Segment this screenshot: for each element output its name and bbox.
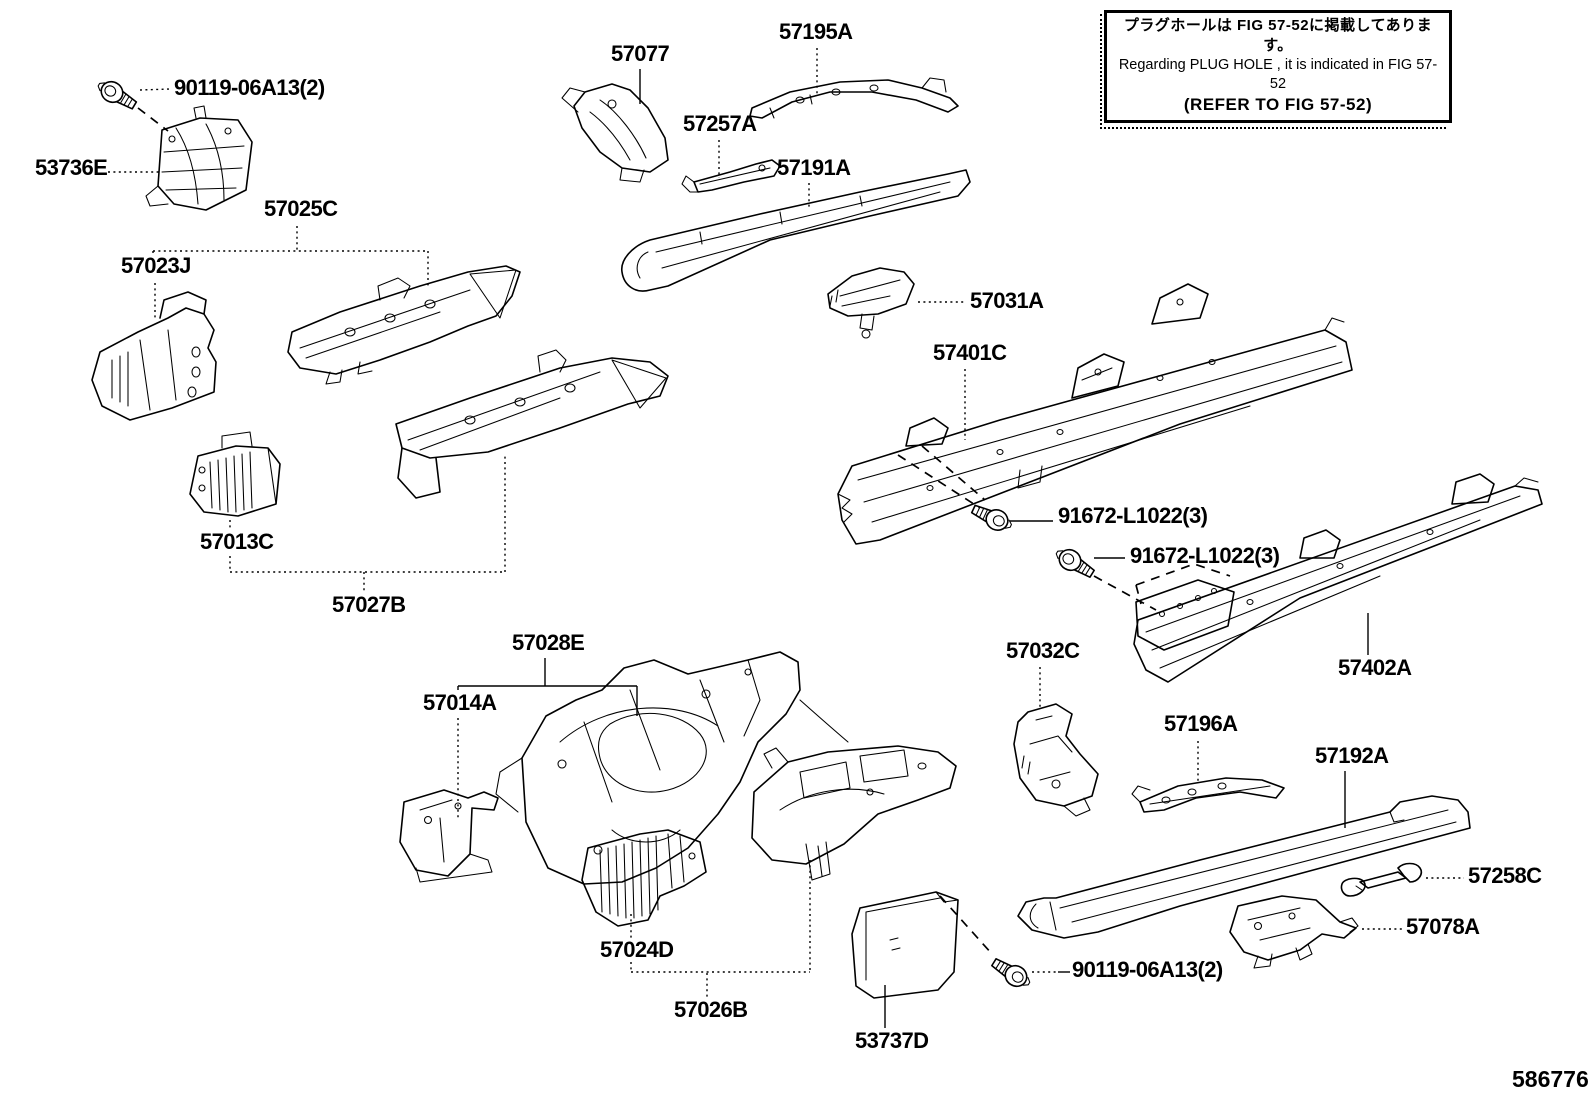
part-label-57191a: 57191A (777, 155, 851, 180)
part-label-57257a: 57257A (683, 111, 757, 136)
part-label-57031a: 57031A (970, 288, 1044, 313)
part-57196a-illustration (1131, 777, 1285, 813)
bolt-90119-bottom-icon (987, 952, 1035, 994)
part-57258c-illustration (1340, 862, 1423, 897)
part-57032c-illustration (1013, 703, 1099, 817)
part-label-57078a: 57078A (1406, 914, 1480, 939)
part-57031a-illustration (827, 267, 915, 339)
part-label-57032c: 57032C (1006, 638, 1080, 663)
figure-number: 586776 (1512, 1066, 1589, 1092)
part-label-57402a: 57402A (1338, 655, 1412, 680)
part-53736e-illustration (145, 105, 253, 211)
part-label-53737d: 53737D (855, 1028, 929, 1053)
part-label-57023j: 57023J (121, 253, 191, 278)
part-57014a-illustration (399, 789, 499, 883)
part-57077-illustration (561, 83, 669, 183)
part-57027b-illustration (395, 349, 669, 499)
part-57191a-illustration (621, 169, 971, 292)
part-label-57401c: 57401C (933, 340, 1007, 365)
bolt-91672-upper-icon (968, 499, 1016, 537)
part-label-57192a: 57192A (1315, 743, 1389, 768)
part-57401c-illustration (837, 283, 1353, 545)
part-57192a-illustration (1017, 795, 1471, 939)
part-label-53736e: 53736E (35, 155, 108, 180)
note-line-english: Regarding PLUG HOLE , it is indicated in… (1118, 57, 1438, 92)
part-label-90119-06a13-bottom: 90119-06A13(2) (1072, 957, 1223, 982)
part-label-91672-l1022-lower: 91672-L1022(3) (1130, 543, 1280, 568)
part-label-57026b: 57026B (674, 997, 748, 1022)
note-line-japanese: プラグホールは FIG 57-52に掲載してあります。 (1123, 17, 1433, 54)
part-label-57025c: 57025C (264, 196, 338, 221)
part-label-57028e: 57028E (512, 630, 585, 655)
part-label-57077: 57077 (611, 41, 670, 66)
part-57257a-illustration (681, 159, 781, 193)
part-57026b-illustration (751, 745, 957, 881)
part-57028e-illustration (495, 651, 849, 885)
part-label-57013c: 57013C (200, 529, 274, 554)
leader-lines (108, 48, 1464, 1028)
note-line-refer: (REFER TO FIG 57-52) (1183, 95, 1373, 114)
bolt-91672-lower-icon (1051, 542, 1099, 584)
part-57023j-illustration (91, 291, 217, 421)
part-57013c-illustration (189, 431, 281, 517)
part-label-57196a: 57196A (1164, 711, 1238, 736)
part-57025c-illustration (287, 265, 521, 385)
plug-hole-note-box: プラグホールは FIG 57-52に掲載してあります。 Regarding PL… (1100, 10, 1452, 129)
part-label-57258c: 57258C (1468, 863, 1542, 888)
part-57195a-illustration (749, 77, 959, 119)
bolt-90119-top-icon (93, 74, 141, 115)
part-label-57024d: 57024D (600, 937, 674, 962)
part-label-57027b: 57027B (332, 592, 406, 617)
part-label-90119-06a13-top: 90119-06A13(2) (174, 75, 325, 100)
part-57078a-illustration (1229, 895, 1359, 969)
part-53737d-illustration (851, 891, 959, 999)
part-label-91672-l1022-upper: 91672-L1022(3) (1058, 503, 1208, 528)
part-label-57195a: 57195A (779, 19, 853, 44)
part-57024d-illustration (581, 829, 707, 927)
part-label-57014a: 57014A (423, 690, 497, 715)
part-57402a-illustration (1133, 473, 1543, 683)
